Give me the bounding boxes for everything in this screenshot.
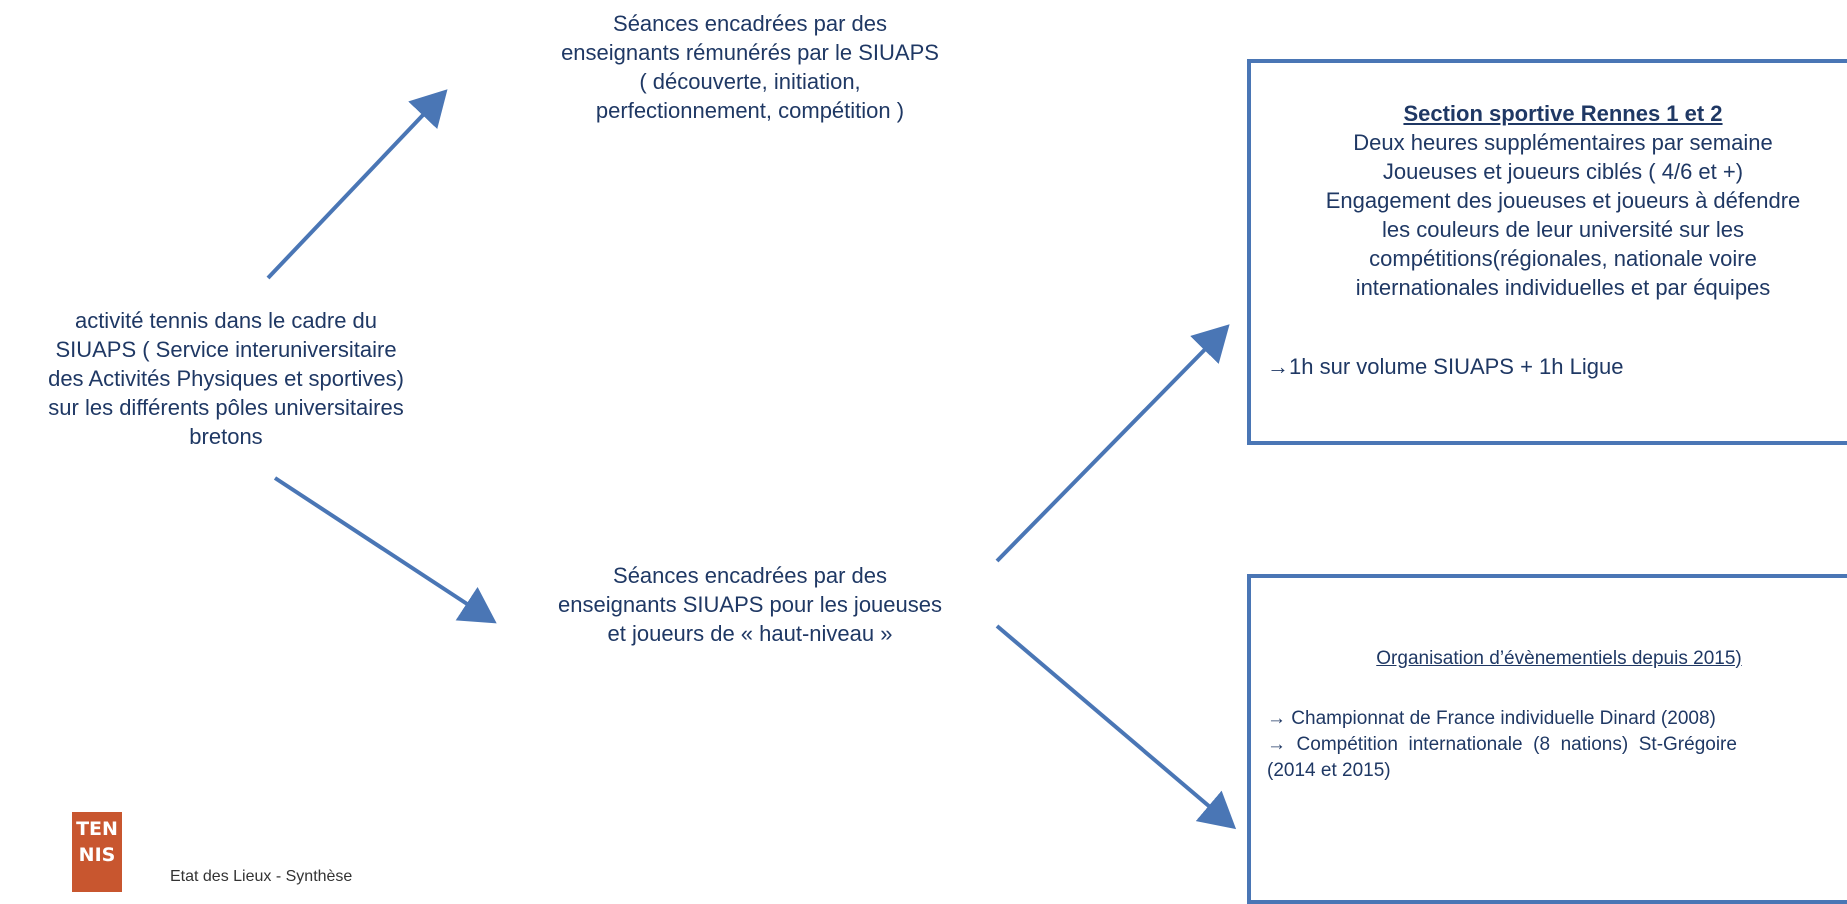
tennis-logo-line2: NIS xyxy=(78,844,116,866)
events-item: → Compétition internationale (8 nations)… xyxy=(1267,734,1737,755)
events-item-continued: (2014 et 2015) xyxy=(1267,760,1391,781)
section-sportive-line: Joueuses et joueurs ciblés ( 4/6 et +) xyxy=(1382,159,1744,184)
node-middle-line: Séances encadrées par des xyxy=(613,563,887,588)
section-sportive-box: Section sportive Rennes 1 et 2 Deux heur… xyxy=(1247,59,1847,445)
node-middle-line: enseignants SIUAPS pour les joueuses xyxy=(557,592,942,617)
footer-text: Etat des Lieux - Synthèse xyxy=(170,868,353,885)
section-sportive-note: →1h sur volume SIUAPS + 1h Ligue xyxy=(1267,354,1624,379)
events-list: → Championnat de France individuelle Din… xyxy=(1267,706,1847,784)
node-top-text: Séances encadrées par des enseignants ré… xyxy=(510,9,990,125)
section-sportive-line: compétitions(régionales, nationale voire xyxy=(1369,246,1757,271)
events-box: Organisation d’évènementiels depuis 2015… xyxy=(1247,574,1847,904)
section-sportive-content: Section sportive Rennes 1 et 2 Deux heur… xyxy=(1263,99,1847,302)
arrow-middle-to-section-box xyxy=(995,324,1230,563)
node-middle-text: Séances encadrées par des enseignants SI… xyxy=(505,561,995,648)
arrow-left-to-top xyxy=(266,89,448,280)
arrow-left-to-middle xyxy=(273,476,497,624)
events-item: → Championnat de France individuelle Din… xyxy=(1267,708,1716,729)
node-left-line: des Activités Physiques et sportives) xyxy=(48,366,404,391)
section-sportive-title: Section sportive Rennes 1 et 2 xyxy=(1403,101,1723,126)
node-top-line: enseignants rémunérés par le SIUAPS xyxy=(561,40,939,65)
node-left-line: activité tennis dans le cadre du xyxy=(74,308,378,333)
section-sportive-line: les couleurs de leur université sur les xyxy=(1382,217,1744,242)
section-sportive-line: Engagement des joueuses et joueurs à déf… xyxy=(1325,188,1801,213)
node-top-line: perfectionnement, compétition ) xyxy=(595,98,905,123)
node-left-line: bretons xyxy=(189,424,263,449)
node-top-line: ( découverte, initiation, xyxy=(639,69,861,94)
section-sportive-line: Deux heures supplémentaires par semaine xyxy=(1353,130,1773,155)
node-left-text: activité tennis dans le cadre du SIUAPS … xyxy=(0,306,452,451)
tennis-logo: TEN NIS xyxy=(72,812,122,892)
arrow-middle-to-events-box xyxy=(995,624,1237,830)
arrow-layer xyxy=(266,89,1237,830)
node-middle-line: et joueurs de « haut-niveau » xyxy=(607,621,893,646)
node-left-line: SIUAPS ( Service interuniversitaire xyxy=(55,337,397,362)
events-title: Organisation d’évènementiels depuis 2015… xyxy=(1261,646,1847,672)
node-left-line: sur les différents pôles universitaires xyxy=(48,395,404,420)
events-title-text: Organisation d’évènementiels depuis 2015… xyxy=(1376,648,1742,669)
tennis-logo-line1: TEN xyxy=(76,818,118,840)
node-top-line: Séances encadrées par des xyxy=(613,11,887,36)
section-sportive-line: internationales individuelles et par équ… xyxy=(1355,275,1771,300)
